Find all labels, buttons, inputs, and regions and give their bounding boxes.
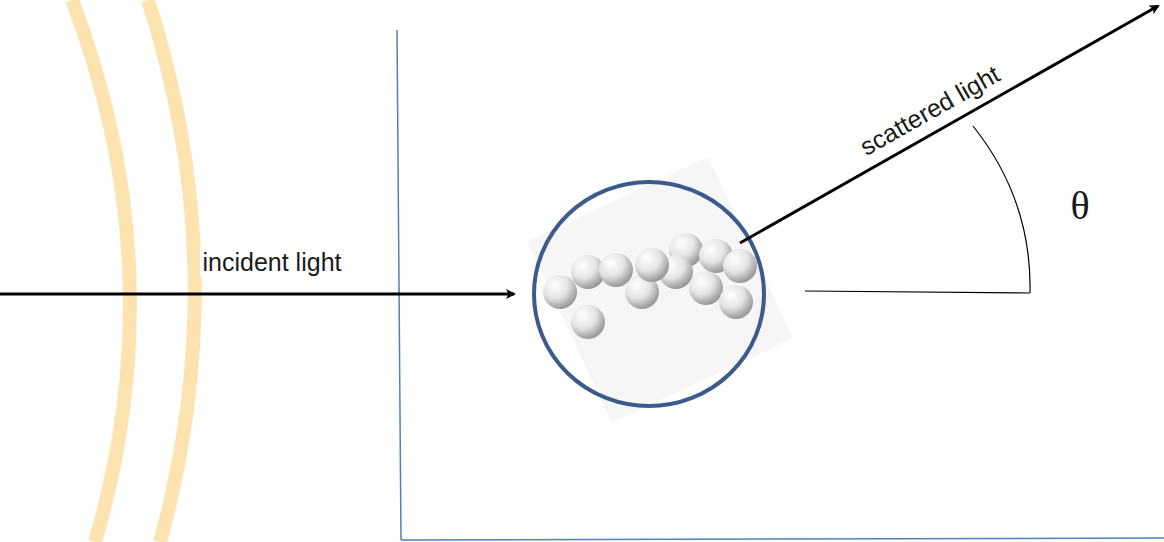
wavefront [148,0,195,542]
image-backdrop [527,157,793,423]
incident-arrow [0,293,514,296]
angle-arc [973,126,1030,293]
angle-symbol: θ [1067,183,1092,229]
reference-line [805,291,1030,293]
axis-line [401,538,1164,540]
wavefront [72,0,130,542]
scattered-label: scattered light [853,58,1008,163]
particle-boundary [534,182,764,406]
incident-label: incident light [200,248,345,277]
particle-cluster [543,233,757,339]
axis-line [397,30,401,540]
scattered-arrow [740,6,1158,243]
